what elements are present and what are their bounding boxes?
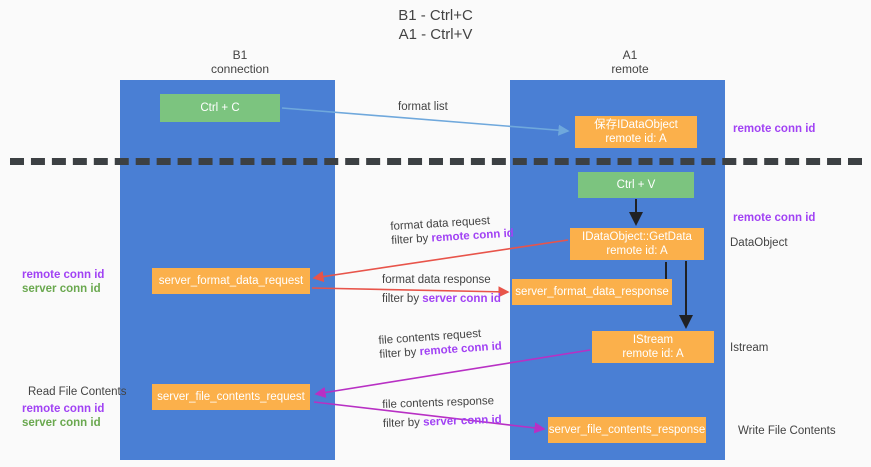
annotation-write-file-contents: Write File Contents	[738, 425, 836, 437]
node-server-file-contents-response-label: server_file_contents_response	[548, 424, 706, 436]
node-idataobject-line1: 保存IDataObject	[594, 119, 678, 131]
annotation-istream: Istream	[730, 342, 769, 354]
lane-header-b1: B1 connection	[140, 48, 340, 76]
node-server-format-data-request[interactable]: server_format_data_request	[152, 268, 310, 294]
annotation-read-file-contents: Read File Contents	[28, 386, 127, 398]
lane-header-b1-name: B1	[232, 48, 248, 62]
edge-label-format-data-response-filter: filter by server conn id	[382, 292, 501, 306]
annotation-left-conn-ids-bottom: remote conn id server conn id	[22, 402, 104, 430]
filter-key-server-conn-id: server conn id	[422, 413, 502, 429]
node-idataobject-getdata[interactable]: IDataObject::GetData remote id: A	[570, 228, 704, 260]
annotation-left-server-conn-id-2: server conn id	[22, 417, 101, 429]
node-ctrl-c-label: Ctrl + C	[200, 102, 240, 114]
annotation-left-remote-conn-id-2: remote conn id	[22, 403, 105, 415]
filter-key-server-conn-id: server conn id	[422, 293, 501, 305]
filter-key-remote-conn-id: remote conn id	[431, 227, 515, 245]
edge-label-format-list: format list	[398, 101, 448, 113]
divider-dashed	[10, 158, 862, 165]
node-ctrl-v-label: Ctrl + V	[616, 179, 656, 191]
node-idataobject-line2: remote id: A	[605, 133, 667, 145]
lane-header-a1-role: remote	[611, 62, 649, 76]
edge-label-file-contents-response-filter: filter by server conn id	[383, 413, 502, 431]
annotation-dataobject: DataObject	[730, 237, 788, 249]
annotation-remote-conn-id-mid: remote conn id	[733, 212, 816, 224]
annotation-left-conn-ids-top: remote conn id server conn id	[22, 268, 104, 296]
filter-prefix: filter by	[382, 416, 424, 430]
node-server-file-contents-request[interactable]: server_file_contents_request	[152, 384, 310, 410]
node-server-file-contents-response[interactable]: server_file_contents_response	[548, 417, 706, 443]
edge-label-format-data-response-text: format data response	[382, 274, 491, 286]
filter-prefix: filter by	[382, 293, 423, 305]
node-ctrl-v[interactable]: Ctrl + V	[578, 172, 694, 198]
edge-label-file-contents-request: file contents request filter by remote c…	[378, 325, 502, 361]
node-ctrl-c[interactable]: Ctrl + C	[160, 94, 280, 122]
edge-label-format-data-request: format data request filter by remote con…	[390, 213, 514, 248]
filter-prefix: filter by	[379, 346, 421, 361]
node-istream[interactable]: IStream remote id: A	[592, 331, 714, 363]
annotation-remote-conn-id-top: remote conn id	[733, 123, 816, 135]
edge-label-file-contents-response-text: file contents response	[382, 395, 495, 411]
node-istream-line1: IStream	[632, 334, 674, 346]
filter-prefix: filter by	[390, 232, 432, 247]
title-line-1: B1 - Ctrl+C	[398, 7, 473, 24]
annotation-left-server-conn-id: server conn id	[22, 283, 101, 295]
edge-label-format-data-response: format data response filter by server co…	[382, 273, 501, 306]
lane-header-b1-role: connection	[210, 62, 270, 76]
node-idataobject[interactable]: 保存IDataObject remote id: A	[575, 116, 697, 148]
lane-header-a1: A1 remote	[510, 48, 750, 76]
node-server-format-data-request-label: server_format_data_request	[158, 275, 304, 287]
lane-header-a1-name: A1	[622, 48, 638, 62]
edge-label-file-contents-response: file contents response filter by server …	[382, 394, 502, 431]
node-getdata-line2: remote id: A	[606, 245, 668, 257]
node-istream-line2: remote id: A	[622, 348, 684, 360]
title-line-2: A1 - Ctrl+V	[398, 26, 473, 43]
node-server-format-data-response[interactable]: server_format_data_response	[512, 279, 672, 305]
node-server-file-contents-request-label: server_file_contents_request	[157, 391, 305, 403]
node-getdata-line1: IDataObject::GetData	[582, 231, 692, 243]
node-server-format-data-response-label: server_format_data_response	[515, 286, 669, 298]
page-title: B1 - Ctrl+C A1 - Ctrl+V	[0, 6, 871, 44]
annotation-left-remote-conn-id: remote conn id	[22, 269, 105, 281]
